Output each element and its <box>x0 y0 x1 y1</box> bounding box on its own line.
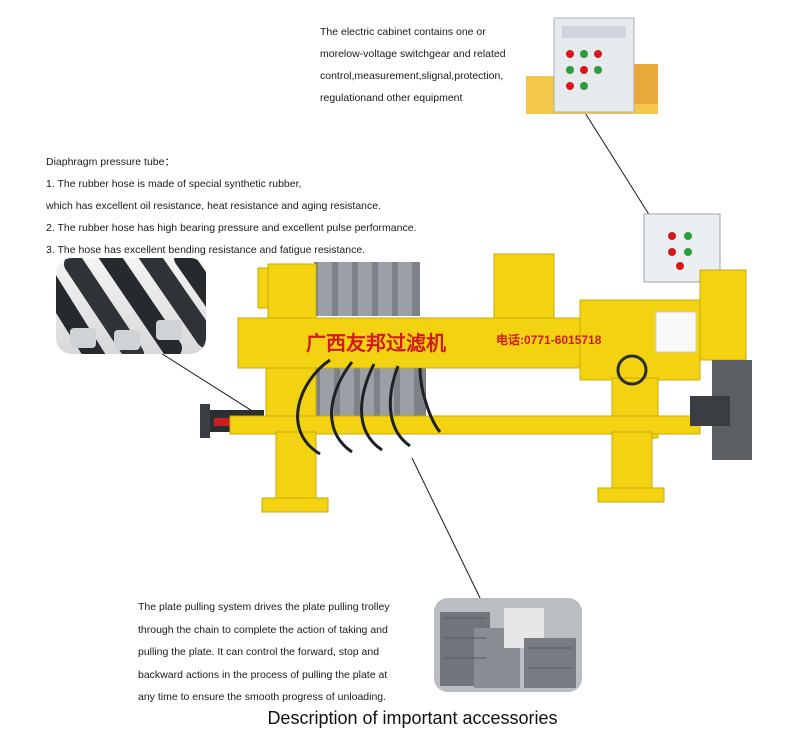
cabinet-text-line: The electric cabinet contains one or <box>320 26 486 38</box>
diaphragm-hoses <box>296 358 442 456</box>
hydraulic-station <box>616 269 752 460</box>
electric-cabinet-description: The electric cabinet contains one or mor… <box>320 21 506 109</box>
pulling-text-line: The plate pulling system drives the plat… <box>138 601 390 613</box>
cabinet-text-line: control,measurement,slignal,protection, <box>320 70 504 82</box>
diaphragm-text-line: 3. The hose has excellent bending resist… <box>46 244 366 256</box>
machine-brand-text: 广西友邦过滤机 <box>306 331 446 355</box>
page-caption: Description of important accessories <box>267 708 558 728</box>
rubber-hose-photo <box>56 258 206 354</box>
diaphragm-text-line: 1. The rubber hose is made of special sy… <box>46 178 302 190</box>
diaphragm-heading: Diaphragm pressure tube： <box>46 156 175 168</box>
pulling-text-line: pulling the plate. It can control the fo… <box>138 646 380 658</box>
cabinet-leader-line <box>581 107 661 233</box>
diaphragm-text-line: 2. The rubber hose has high bearing pres… <box>46 222 417 234</box>
filter-plates-photo <box>434 598 582 692</box>
cabinet-text-line: regulationand other equipment <box>320 92 463 104</box>
pulling-text-line: through the chain to complete the action… <box>138 623 388 636</box>
machine-phone-text: 电话:0771-6015718 <box>496 332 602 347</box>
machine-frame <box>229 253 701 513</box>
pulling-text-line: backward actions in the process of pulli… <box>138 668 388 681</box>
pulling-leader-line <box>411 457 483 603</box>
end-plate-guard <box>655 311 697 353</box>
plate-pulling-description: The plate pulling system drives the plat… <box>138 596 390 709</box>
electric-cabinet-photo <box>526 14 658 114</box>
diaphragm-text-line: which has excellent oil resistance, heat… <box>46 200 382 212</box>
diaphragm-tube-description: Diaphragm pressure tube： 1. The rubber h… <box>46 151 416 261</box>
cabinet-text-line: morelow-voltage switchgear and related <box>320 48 506 60</box>
pulling-text-line: any time to ensure the smooth progress o… <box>138 691 387 703</box>
